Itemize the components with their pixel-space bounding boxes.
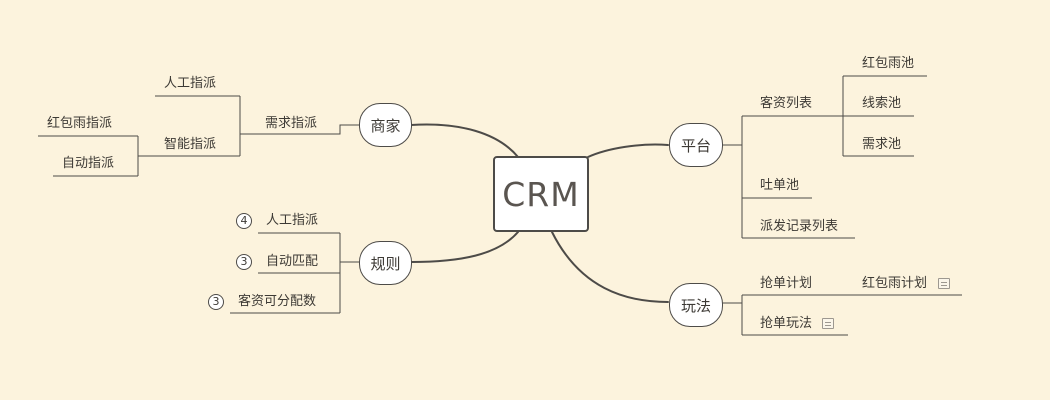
connector-central-rules [410, 231, 519, 263]
subtopic-dispatch-log[interactable]: 派发记录列表 [760, 219, 839, 234]
subtopic-client-list[interactable]: 客资列表 [760, 96, 813, 111]
subtopic-grab-plan[interactable]: 抢单计划 [760, 276, 813, 291]
subtopic-spit-pool[interactable]: 吐单池 [760, 178, 800, 193]
connector-demand-bracket [239, 96, 256, 156]
priority-4-icon: 4 [236, 213, 252, 229]
connector-client-list-bracket [826, 76, 844, 156]
subtopic-smart-assign[interactable]: 智能指派 [164, 137, 217, 152]
subtopic-rule-manual-assign[interactable]: 人工指派 [266, 213, 319, 228]
connector-gameplay-bracket [722, 295, 743, 335]
connector-central-merchant [410, 123, 519, 158]
main-topic-rules[interactable]: 规则 [359, 241, 412, 285]
priority-3-icon: 3 [208, 294, 224, 310]
connector-smart-bracket [137, 136, 155, 176]
note-icon[interactable] [938, 278, 950, 289]
subtopic-auto-assign[interactable]: 自动指派 [62, 156, 115, 171]
subtopic-manual-assign[interactable]: 人工指派 [164, 76, 217, 91]
subtopic-demand-assign[interactable]: 需求指派 [265, 116, 318, 131]
subtopic-demand-pool[interactable]: 需求池 [862, 137, 902, 152]
connector-central-gameplay [551, 231, 669, 303]
subtopic-red-packet-pool[interactable]: 红包雨池 [862, 56, 915, 71]
central-topic-crm[interactable]: CRM [493, 156, 589, 232]
subtopic-assignable-count[interactable]: 客资可分配数 [238, 294, 317, 309]
subtopic-red-packet-assign[interactable]: 红包雨指派 [47, 116, 113, 131]
subtopic-grab-play[interactable]: 抢单玩法 [760, 316, 813, 331]
main-topic-gameplay[interactable]: 玩法 [669, 283, 723, 327]
main-topic-merchant[interactable]: 商家 [359, 103, 412, 147]
connector-central-platform [587, 143, 669, 158]
connector-rules-bracket [339, 233, 359, 313]
connector-platform-bracket [722, 116, 743, 238]
priority-3-icon: 3 [236, 254, 252, 270]
note-icon[interactable] [822, 318, 834, 329]
subtopic-lead-pool[interactable]: 线索池 [862, 96, 902, 111]
main-topic-platform[interactable]: 平台 [669, 123, 723, 167]
subtopic-red-packet-plan[interactable]: 红包雨计划 [862, 276, 928, 291]
subtopic-auto-match[interactable]: 自动匹配 [266, 254, 319, 269]
connector-merchant-demand [256, 124, 359, 135]
